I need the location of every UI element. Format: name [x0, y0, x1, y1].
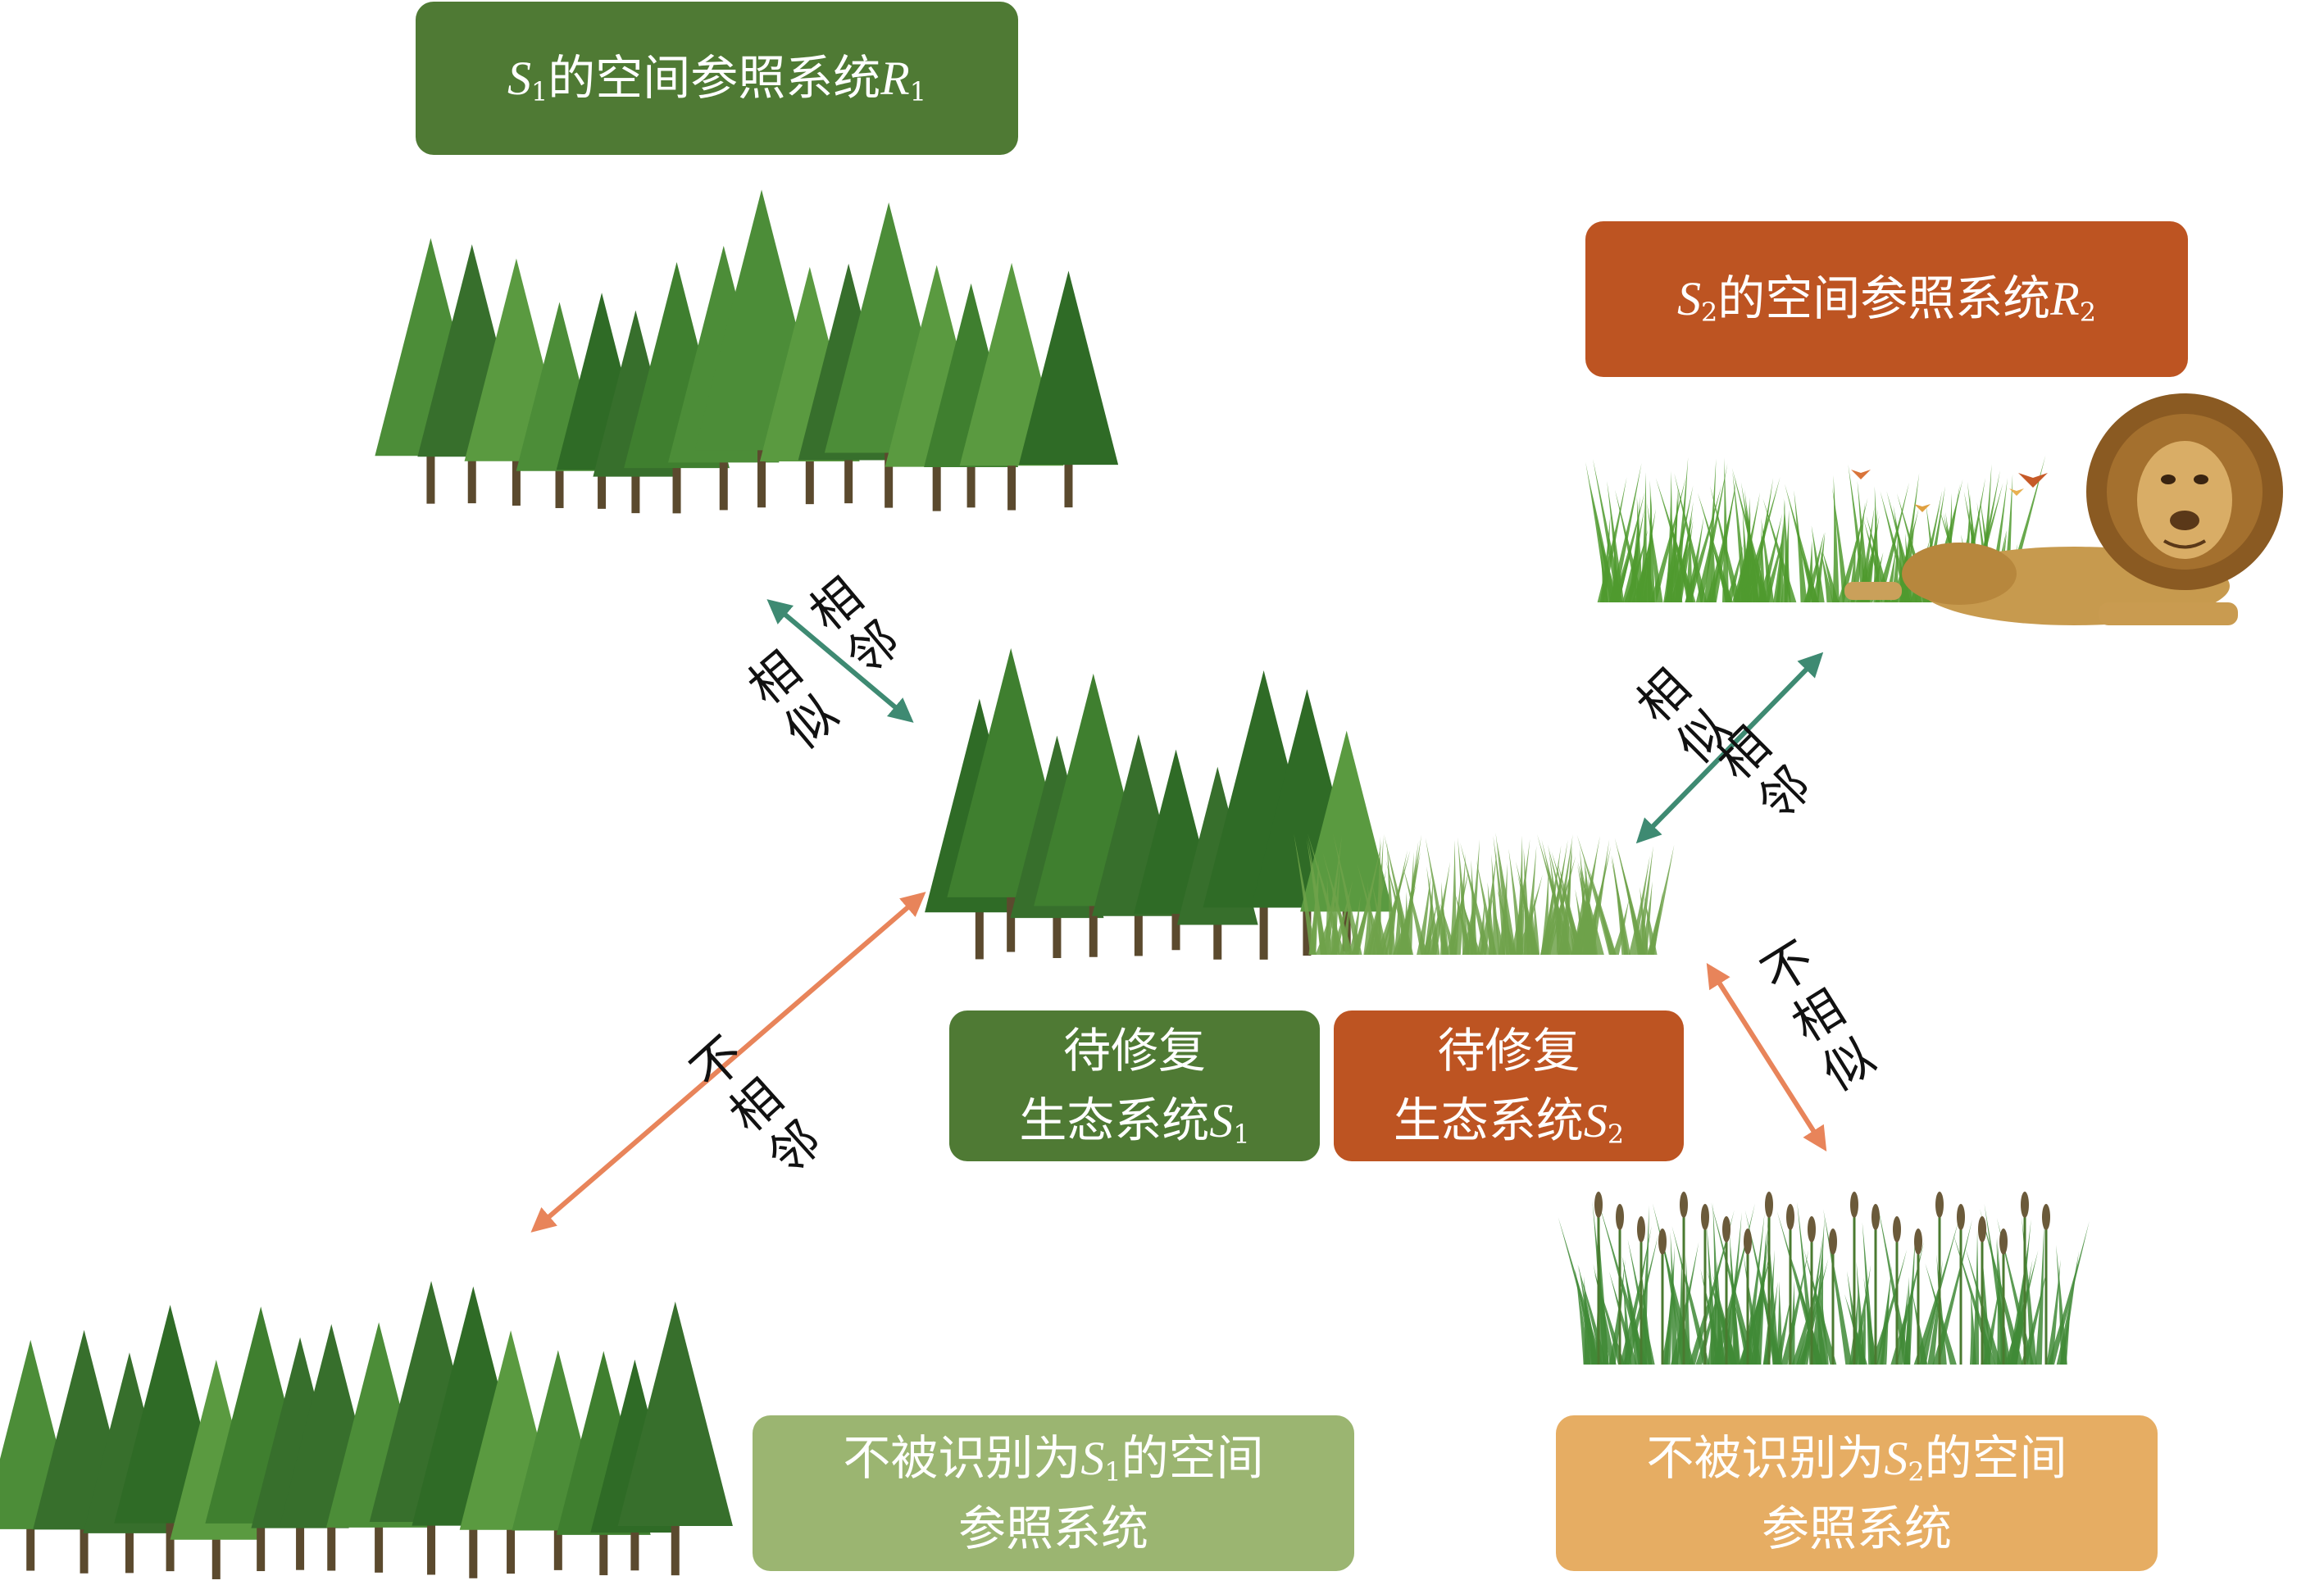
lion-icon — [1844, 393, 2283, 625]
forest-icon — [375, 189, 1119, 514]
subscript: 1 — [909, 75, 927, 107]
box-text: 的空间参照系统 — [548, 49, 881, 106]
butterfly-icon — [1851, 470, 2048, 512]
box-text: 生态系统 — [1393, 1092, 1584, 1148]
box-text: 的空间 — [1924, 1430, 2067, 1487]
var-s: S — [1676, 272, 1701, 326]
s2-ecosystem-box: 待修复 生态系统S2 — [1334, 1010, 1684, 1161]
subscript: 1 — [530, 75, 548, 107]
box-line: 参照系统 — [1761, 1500, 1952, 1556]
var-s: S — [1209, 1093, 1234, 1147]
grass-icon — [1294, 832, 1675, 955]
reed-icon — [1558, 1192, 2090, 1365]
subscript: 2 — [1607, 1118, 1625, 1150]
var-s: S — [1080, 1432, 1105, 1486]
box-line: 参照系统 — [957, 1500, 1148, 1556]
subscript: 1 — [1104, 1456, 1121, 1488]
forest-icon — [0, 1281, 733, 1579]
subscript: 2 — [1700, 297, 1718, 329]
arrow-r1-s1 — [766, 599, 914, 723]
s1-ecosystem-box: 待修复 生态系统S1 — [949, 1010, 1320, 1161]
subscript: 2 — [1908, 1456, 1925, 1488]
r2-reference-box: S2的空间参照系统R2 — [1585, 221, 2188, 377]
arrow-r2-s2 — [1635, 652, 1824, 844]
subscript: 1 — [1233, 1118, 1250, 1150]
var-s: S — [1884, 1432, 1908, 1486]
forest-icon — [925, 647, 1394, 960]
var-r: R — [880, 51, 910, 105]
box-text: 不被识别为 — [1646, 1430, 1885, 1487]
not-r1-box: 不被识别为S1的空间 参照系统 — [753, 1415, 1354, 1571]
box-text: 不被识别为 — [843, 1430, 1081, 1487]
box-line: 待修复 — [1437, 1023, 1580, 1079]
var-s: S — [1583, 1093, 1608, 1147]
box-text: 的空间 — [1121, 1430, 1264, 1487]
box-text: 的空间参照系统 — [1717, 270, 2051, 327]
r1-reference-box: S1的空间参照系统R1 — [416, 2, 1018, 155]
not-r2-box: 不被识别为S2的空间 参照系统 — [1556, 1415, 2158, 1571]
subscript: 2 — [2079, 297, 2097, 329]
arrow-s2-reeds — [1706, 962, 1827, 1152]
box-text: 生态系统 — [1019, 1092, 1210, 1148]
var-s: S — [507, 51, 531, 105]
arrow-s1-bottomleft — [530, 892, 926, 1233]
box-line: 待修复 — [1062, 1023, 1206, 1079]
var-r: R — [2050, 272, 2080, 326]
